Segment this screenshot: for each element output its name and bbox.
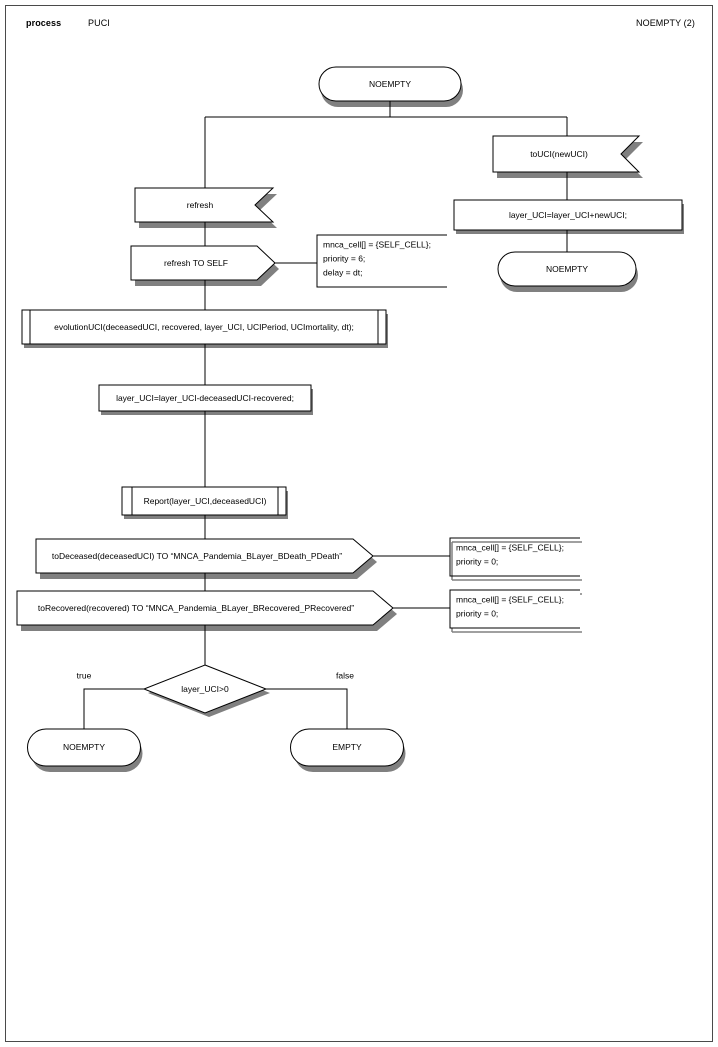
node-output-todeceased-label: toDeceased(deceasedUCI) TO “MNCA_Pandemi… — [52, 551, 342, 561]
connector-decision-false — [266, 688, 348, 729]
node-output-refresh-self[interactable]: refresh TO SELF — [130, 245, 279, 286]
node-state-noempty-true-label: NOEMPTY — [63, 742, 105, 752]
node-output-todeceased[interactable]: toDeceased(deceasedUCI) TO “MNCA_Pandemi… — [35, 538, 377, 579]
connector-decision-true — [83, 688, 144, 729]
node-state-empty-false-label: EMPTY — [332, 742, 362, 752]
comment-refresh-self-line-3: delay = dt; — [323, 267, 362, 277]
header-state-reference: NOEMPTY (2) — [636, 18, 695, 28]
comment-torecovered-line-2: priority = 0; — [456, 608, 498, 618]
decision-true-label: true — [77, 670, 92, 680]
node-right-end-state[interactable]: NOEMPTY — [497, 251, 638, 292]
comment-refresh-self: mnca_cell[] = {SELF_CELL}; priority = 6;… — [316, 234, 449, 291]
node-input-touci-label: toUCI(newUCI) — [530, 149, 588, 159]
node-state-noempty-true[interactable]: NOEMPTY — [27, 728, 143, 772]
node-right-end-state-label: NOEMPTY — [546, 264, 588, 274]
comment-torecovered-line-1: mnca_cell[] = {SELF_CELL}; — [456, 594, 564, 604]
node-input-refresh[interactable]: refresh — [134, 187, 277, 228]
node-task-add-newuci-label: layer_UCI=layer_UCI+newUCI; — [509, 210, 627, 220]
node-procedure-report[interactable]: Report(layer_UCI,deceasedUCI) — [121, 486, 288, 519]
node-input-refresh-label: refresh — [187, 200, 214, 210]
node-procedure-evolutionuci[interactable]: evolutionUCI(deceasedUCI, recovered, lay… — [21, 309, 388, 348]
node-decision-layer-uci[interactable]: layer_UCI>0 — [142, 664, 270, 717]
comment-todeceased-line-1: mnca_cell[] = {SELF_CELL}; — [456, 542, 564, 552]
node-decision-layer-uci-label: layer_UCI>0 — [181, 684, 229, 694]
comment-todeceased-line-2: priority = 0; — [456, 556, 498, 566]
node-task-subtract-label: layer_UCI=layer_UCI-deceasedUCI-recovere… — [116, 393, 294, 403]
node-procedure-evolutionuci-label: evolutionUCI(deceasedUCI, recovered, lay… — [54, 322, 354, 332]
node-start-state[interactable]: NOEMPTY — [318, 66, 463, 107]
comment-todeceased: mnca_cell[] = {SELF_CELL}; priority = 0; — [449, 537, 582, 581]
connector-start-split — [204, 101, 568, 188]
node-procedure-report-label: Report(layer_UCI,deceasedUCI) — [144, 496, 267, 506]
node-output-refresh-self-label: refresh TO SELF — [164, 258, 228, 268]
node-task-subtract[interactable]: layer_UCI=layer_UCI-deceasedUCI-recovere… — [98, 384, 313, 415]
node-task-add-newuci[interactable]: layer_UCI=layer_UCI+newUCI; — [453, 199, 684, 234]
node-state-empty-false[interactable]: EMPTY — [290, 728, 406, 772]
comment-refresh-self-line-2: priority = 6; — [323, 253, 365, 263]
node-input-touci[interactable]: toUCI(newUCI) — [492, 135, 643, 178]
node-output-torecovered[interactable]: toRecovered(recovered) TO “MNCA_Pandemia… — [16, 590, 397, 631]
header-process-name: PUCI — [88, 18, 110, 28]
comment-refresh-self-line-1: mnca_cell[] = {SELF_CELL}; — [323, 239, 431, 249]
decision-false-label: false — [336, 670, 354, 680]
header-kind-label: process — [26, 18, 62, 28]
node-output-torecovered-label: toRecovered(recovered) TO “MNCA_Pandemia… — [38, 603, 354, 613]
node-start-state-label: NOEMPTY — [369, 79, 411, 89]
comment-torecovered: mnca_cell[] = {SELF_CELL}; priority = 0; — [449, 589, 582, 633]
